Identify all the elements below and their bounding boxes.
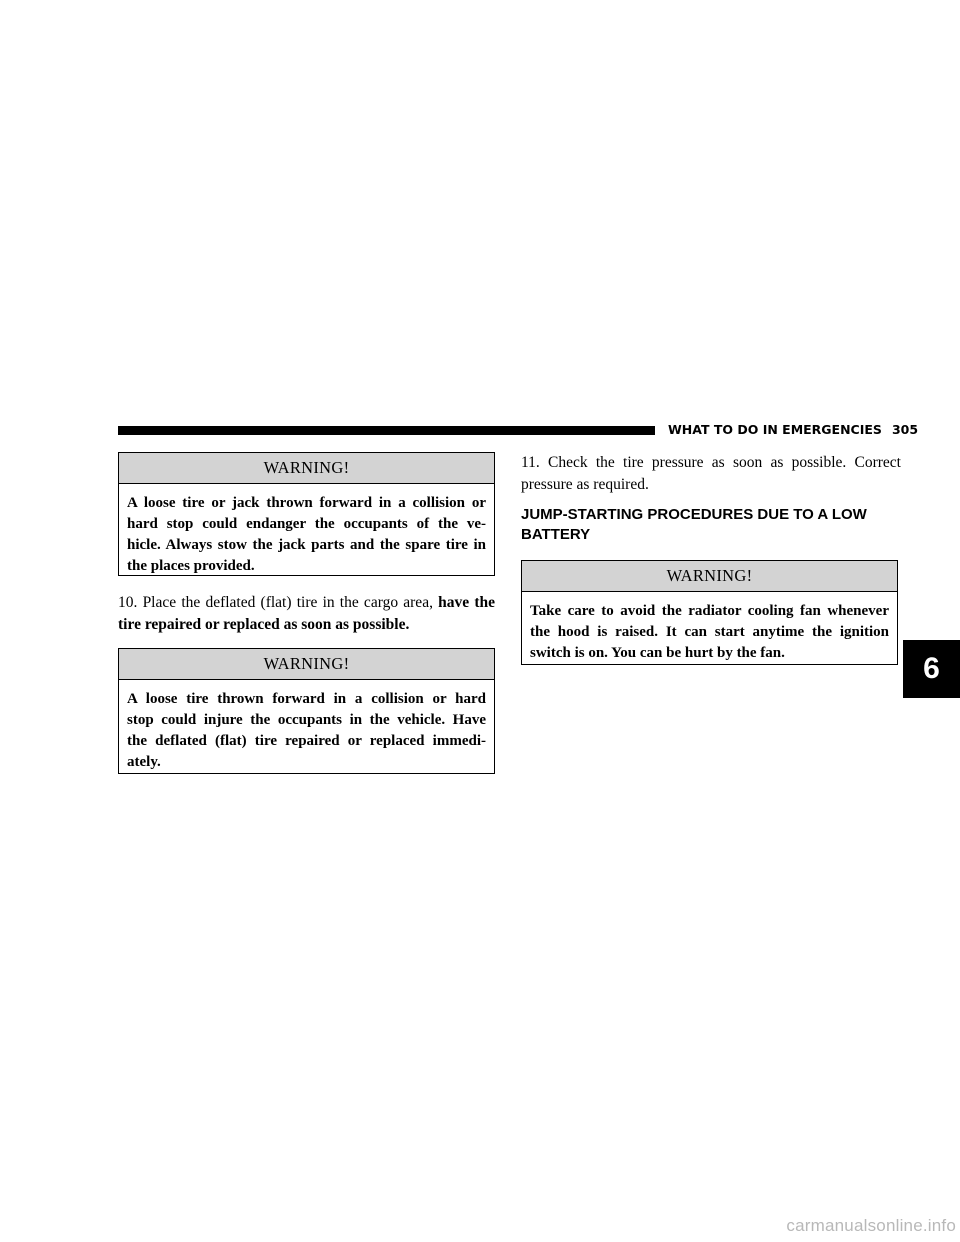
header-rule [118,426,655,435]
watermark: carmanualsonline.info [786,1216,956,1235]
step-10-bold-text: tire repaired or replaced as soon as pos… [118,616,410,633]
warning-title: WARNING! [119,649,494,680]
step-10-line-2: tire repaired or replaced as soon as pos… [118,614,495,636]
warning-line: switch is on. You can be hurt by the fan… [530,645,785,661]
step-11-paragraph: 11. Check the tire pressure as soon as p… [521,452,901,496]
warning-body: A loose tire thrown forward in a collisi… [119,680,494,773]
heading-line: JUMP-STARTING PROCEDURES DUE TO A LOW [521,506,867,523]
warning-body: Take care to avoid the radiator cooling … [522,592,897,664]
section-heading-jump-starting: JUMP-STARTING PROCEDURES DUE TO A LOW BA… [521,505,901,545]
warning-body: A loose tire or jack thrown forward in a… [119,484,494,577]
warning-box-loose-tire-jack: WARNING! A loose tire or jack thrown for… [118,452,495,576]
running-header: WHAT TO DO IN EMERGENCIES 305 [668,422,918,438]
step-10-paragraph: 10. Place the deflated (flat) tire in th… [118,592,495,636]
warning-line: hicle. Always stow the jack parts and th… [127,537,486,553]
step-11-line: 11. Check the tire pressure as soon as p… [521,454,901,471]
section-title: WHAT TO DO IN EMERGENCIES [668,422,882,437]
warning-line: stop could injure the occupants in the v… [127,712,486,728]
step-10-line-1: 10. Place the deflated (flat) tire in th… [118,592,495,614]
warning-line: ately. [127,754,161,770]
warning-box-cooling-fan: WARNING! Take care to avoid the radiator… [521,560,898,665]
warning-line: the hood is raised. It can start anytime… [530,624,889,640]
warning-line: the places provided. [127,558,255,574]
warning-title: WARNING! [119,453,494,484]
warning-line: the deflated (flat) tire repaired or rep… [127,733,486,749]
warning-line: A loose tire or jack thrown forward in a… [127,495,486,511]
warning-line: hard stop could endanger the occupants o… [127,516,486,532]
page-number: 305 [891,422,919,437]
heading-line: BATTERY [521,526,591,543]
warning-line: A loose tire thrown forward in a collisi… [127,691,486,707]
step-10-text: 10. Place the deflated (flat) tire in th… [118,594,433,611]
warning-title: WARNING! [522,561,897,592]
step-11-line: pressure as required. [521,476,649,493]
warning-box-loose-tire: WARNING! A loose tire thrown forward in … [118,648,495,774]
step-10-bold-text: have the [438,594,496,611]
warning-line: Take care to avoid the radiator cooling … [530,603,889,619]
chapter-tab: 6 [903,640,960,698]
